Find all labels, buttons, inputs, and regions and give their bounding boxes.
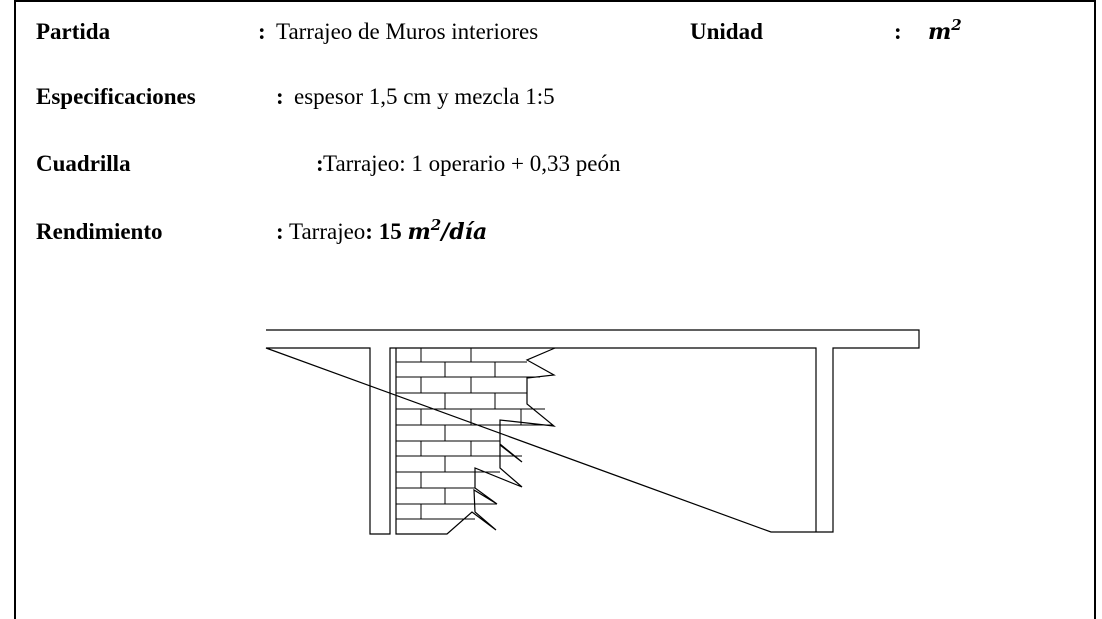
cuadrilla-row: Cuadrilla : Tarrajeo: 1 operario + 0,33 … [36, 144, 1076, 184]
slab-outline [265, 329, 920, 535]
cuadrilla-label: Cuadrilla [36, 151, 131, 176]
cuadrilla-value: Tarrajeo: 1 operario + 0,33 peón [323, 151, 621, 176]
cuadrilla-colon: : [316, 151, 324, 176]
especificaciones-value: espesor 1,5 cm y mezcla 1:5 [294, 84, 555, 109]
unidad-label: Unidad [690, 19, 763, 44]
rendimiento-value: : Tarrajeo: 15 m2/día [276, 216, 488, 246]
partida-value: Tarrajeo de Muros interiores [276, 19, 539, 44]
document-frame [14, 0, 1096, 619]
partida-label: Partida [36, 19, 111, 44]
partida-row: Partida : Tarrajeo de Muros interiores U… [36, 12, 1076, 52]
unidad-colon: : [894, 19, 902, 44]
unidad-value: m2 [928, 16, 962, 46]
brick-wall-outline [395, 347, 556, 535]
rendimiento-label: Rendimiento [36, 219, 163, 244]
especificaciones-colon: : [276, 84, 284, 109]
partida-colon: : [258, 19, 266, 44]
rendimiento-row: Rendimiento : Tarrajeo: 15 m2/día [36, 212, 1076, 252]
especificaciones-row: Especificaciones : espesor 1,5 cm y mezc… [36, 77, 1076, 117]
especificaciones-label: Especificaciones [36, 84, 196, 109]
